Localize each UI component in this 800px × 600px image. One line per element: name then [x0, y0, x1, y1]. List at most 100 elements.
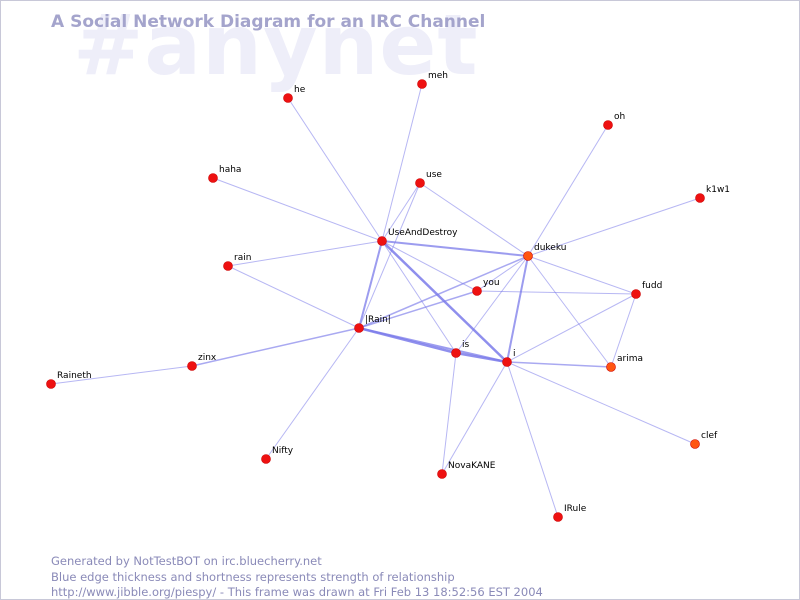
- edge-k1w1-dukeku: [527, 197, 701, 257]
- node-Nifty: Nifty: [261, 446, 294, 464]
- node-arima: arima: [606, 354, 643, 372]
- node-dot-dukeku: [523, 251, 533, 261]
- node-i: i: [502, 349, 516, 367]
- node-label-arima: arima: [617, 354, 643, 364]
- edge-zinx-Raineth: [50, 365, 193, 385]
- node-label-is: is: [462, 340, 470, 350]
- edge-UseAndDestroy-is: [381, 240, 457, 354]
- edge-i-NovaKANE: [441, 361, 508, 475]
- edge-Rain-zinx: [191, 327, 360, 367]
- node-label-i: i: [513, 349, 516, 359]
- edge-dukeku-arima: [527, 255, 612, 368]
- node-fudd: fudd: [631, 281, 662, 299]
- node-label-UseAndDestroy: UseAndDestroy: [388, 228, 458, 238]
- edge-i-clef: [506, 361, 696, 445]
- edge-dukeku-Rain: [358, 255, 529, 329]
- footer-edge-legend: Blue edge thickness and shortness repres…: [51, 570, 455, 584]
- diagram-title: A Social Network Diagram for an IRC Chan…: [51, 12, 486, 32]
- node-label-Nifty: Nifty: [272, 446, 294, 456]
- node-dot-is: [451, 348, 461, 358]
- node-dot-rain: [223, 261, 233, 271]
- node-dot-Nifty: [261, 454, 271, 464]
- node-Rain: |Rain|: [354, 315, 391, 333]
- edge-dukeku-i: [506, 255, 529, 363]
- edge-is-i: [454, 351, 509, 364]
- node-label-clef: clef: [701, 431, 718, 441]
- node-label-rain: rain: [234, 253, 251, 263]
- edge-rain-UseAndDestroy: [227, 240, 383, 267]
- node-use: use: [415, 170, 442, 188]
- node-label-Raineth: Raineth: [57, 371, 92, 381]
- node-he: he: [283, 85, 306, 103]
- node-zinx: zinx: [187, 353, 217, 371]
- node-label-you: you: [483, 278, 500, 288]
- node-dot-UseAndDestroy: [377, 236, 387, 246]
- node-label-k1w1: k1w1: [706, 185, 730, 195]
- edge-meh-UseAndDestroy: [381, 83, 423, 242]
- edge-dukeku-fudd: [527, 255, 637, 295]
- edge-haha-UseAndDestroy: [212, 177, 383, 242]
- node-label-use: use: [426, 170, 442, 180]
- node-dot-arima: [606, 362, 616, 372]
- edge-oh-dukeku: [527, 124, 609, 257]
- node-dot-use: [415, 178, 425, 188]
- edge-rain-Rain: [227, 265, 360, 329]
- footer-url-timestamp: http://www.jibble.org/piespy/ - This fra…: [51, 585, 543, 599]
- node-meh: meh: [417, 71, 448, 89]
- edge-dukeku-is: [455, 255, 529, 354]
- node-dot-meh: [417, 79, 427, 89]
- edge-Rain-i: [358, 327, 508, 363]
- node-you: you: [472, 278, 500, 296]
- edge-fudd-arima: [610, 293, 637, 368]
- node-is: is: [451, 340, 470, 358]
- node-k1w1: k1w1: [695, 185, 730, 203]
- edge-use-Rain: [358, 182, 421, 329]
- node-NovaKANE: NovaKANE: [437, 461, 496, 479]
- node-label-dukeku: dukeku: [534, 243, 566, 253]
- edge-use-UseAndDestroy: [381, 182, 421, 242]
- node-label-oh: oh: [614, 112, 625, 122]
- node-label-he: he: [294, 85, 306, 95]
- node-label-zinx: zinx: [198, 353, 217, 363]
- node-dot-IRule: [553, 512, 563, 522]
- node-dot-NovaKANE: [437, 469, 447, 479]
- node-label-IRule: IRule: [564, 504, 587, 514]
- edge-you-fudd: [476, 290, 637, 295]
- node-dot-fudd: [631, 289, 641, 299]
- node-label-haha: haha: [219, 165, 241, 175]
- edge-UseAndDestroy-you: [381, 240, 478, 292]
- edge-i-arima: [506, 361, 612, 368]
- edge-UseAndDestroy-Rain: [358, 240, 383, 329]
- node-clef: clef: [690, 431, 718, 449]
- node-IRule: IRule: [553, 504, 587, 522]
- edge-Rain-Nifty: [265, 327, 360, 460]
- node-dot-you: [472, 286, 482, 296]
- node-label-NovaKANE: NovaKANE: [448, 461, 496, 471]
- node-label-meh: meh: [428, 71, 448, 81]
- edge-use-dukeku: [419, 182, 529, 257]
- edge-you-Rain: [358, 290, 478, 329]
- node-dot-k1w1: [695, 193, 705, 203]
- footer-generated-by: Generated by NotTestBOT on irc.bluecherr…: [51, 554, 322, 568]
- edge-UseAndDestroy-dukeku: [381, 240, 529, 257]
- node-dukeku: dukeku: [523, 243, 566, 261]
- node-UseAndDestroy: UseAndDestroy: [377, 228, 458, 246]
- node-oh: oh: [603, 112, 625, 130]
- node-dot-Rain: [354, 323, 364, 333]
- node-dot-he: [283, 93, 293, 103]
- edge-he-UseAndDestroy: [287, 97, 383, 242]
- edge-fudd-i: [506, 293, 637, 363]
- node-label-fudd: fudd: [642, 281, 662, 291]
- node-haha: haha: [208, 165, 241, 183]
- edges-layer: [50, 83, 701, 518]
- node-Raineth: Raineth: [46, 371, 92, 389]
- node-rain: rain: [223, 253, 251, 271]
- node-dot-i: [502, 357, 512, 367]
- edge-dukeku-you: [476, 255, 529, 292]
- node-dot-zinx: [187, 361, 197, 371]
- node-dot-clef: [690, 439, 700, 449]
- node-dot-haha: [208, 173, 218, 183]
